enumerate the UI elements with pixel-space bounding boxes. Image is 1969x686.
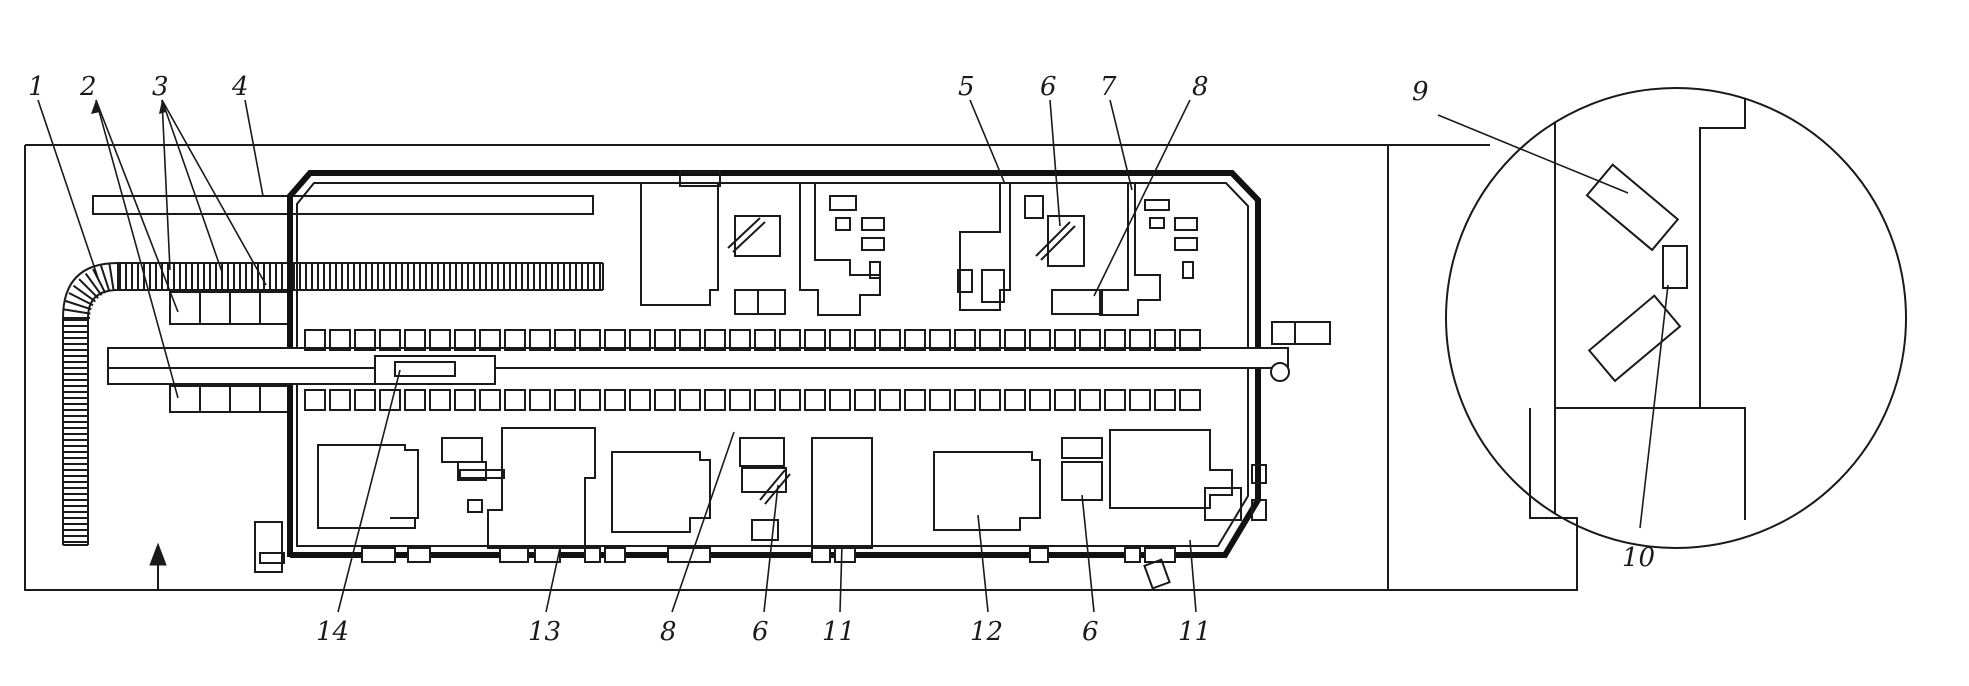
pallet-row-lower xyxy=(304,389,1201,411)
lower-machines xyxy=(317,427,1267,549)
callout-8-lower: 8 xyxy=(660,617,677,647)
exit-chute xyxy=(1143,558,1171,590)
rail-carriage-inner xyxy=(394,361,456,377)
building-outline xyxy=(24,144,1578,591)
callout-13: 13 xyxy=(528,617,561,647)
callout-8-upper: 8 xyxy=(1192,72,1209,102)
callout-9: 9 xyxy=(1412,77,1429,107)
central-rail-lower xyxy=(107,367,389,385)
callout-11-a: 11 xyxy=(822,617,855,647)
perimeter-track xyxy=(287,170,1261,558)
callout-14: 14 xyxy=(316,617,349,647)
entry-box xyxy=(259,552,285,564)
north-arrow-icon xyxy=(149,542,167,590)
callout-6-lower-a: 6 xyxy=(752,617,769,647)
inlet-conveyor xyxy=(62,262,604,546)
callout-3: 3 xyxy=(152,72,169,102)
rail-end-wheel xyxy=(1270,362,1290,382)
callout-5: 5 xyxy=(958,72,975,102)
bottom-rollers xyxy=(361,547,1176,563)
leader-lines xyxy=(37,99,1669,613)
callout-6-upper: 6 xyxy=(1040,72,1057,102)
callout-4: 4 xyxy=(231,72,249,102)
callout-6-lower-b: 6 xyxy=(1082,617,1099,647)
entry-area xyxy=(254,521,283,573)
callout-2: 2 xyxy=(79,72,97,102)
callout-1: 1 xyxy=(28,72,45,102)
perimeter-track-inner xyxy=(296,182,1249,547)
pallet-row-upper xyxy=(304,329,1201,351)
callout-12: 12 xyxy=(970,617,1003,647)
callout-7: 7 xyxy=(1100,72,1117,102)
upper-machines xyxy=(640,171,1198,316)
outside-box xyxy=(1271,321,1331,345)
detail-view xyxy=(1445,87,1907,549)
callout-10: 10 xyxy=(1622,543,1655,573)
callout-11-b: 11 xyxy=(1178,617,1211,647)
